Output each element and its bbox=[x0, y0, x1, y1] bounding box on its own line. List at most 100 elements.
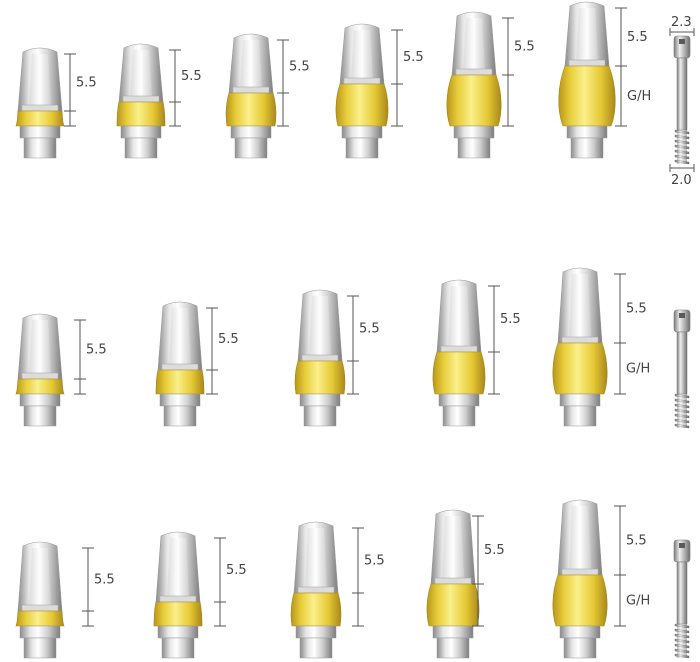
margin-ring bbox=[440, 345, 478, 353]
margin-ring bbox=[568, 59, 606, 67]
dimension-line: 5.5G/H bbox=[615, 7, 651, 127]
abutment-base-upper bbox=[19, 625, 61, 639]
margin-ring bbox=[434, 577, 472, 585]
dimension-line: 5.5 bbox=[472, 515, 505, 627]
margin-ring bbox=[343, 77, 381, 85]
abutment-base-upper bbox=[295, 625, 337, 639]
margin-ring bbox=[159, 595, 197, 603]
dimension-line: 5.5 bbox=[391, 29, 424, 127]
gh-label: G/H bbox=[627, 89, 651, 104]
abutment-base-lower bbox=[436, 637, 470, 659]
abutment-base-upper bbox=[159, 393, 201, 407]
screw-channel bbox=[29, 548, 51, 607]
margin-ring bbox=[297, 586, 335, 594]
height-label: 5.5 bbox=[94, 573, 115, 588]
abutment-icon bbox=[225, 33, 277, 159]
margin-ring bbox=[561, 568, 599, 576]
gh-label: G/H bbox=[626, 362, 650, 377]
abutment-icon bbox=[290, 521, 342, 659]
screw-channel bbox=[569, 274, 591, 339]
screw-slot bbox=[679, 543, 685, 548]
height-label: 5.5 bbox=[86, 343, 107, 358]
abutment-base-upper bbox=[341, 125, 383, 139]
gold-collar bbox=[155, 369, 205, 395]
abutment-icon bbox=[446, 11, 502, 159]
margin-ring bbox=[21, 604, 59, 612]
screw-channel bbox=[351, 30, 373, 80]
margin-ring bbox=[561, 336, 599, 344]
dimension-line: 5.5 bbox=[82, 547, 115, 627]
gold-collar bbox=[552, 574, 608, 627]
screw-channel bbox=[463, 18, 485, 71]
gold-collar bbox=[446, 74, 502, 127]
abutment-base-upper bbox=[559, 625, 601, 639]
screw-core bbox=[677, 130, 687, 164]
abutment-base-upper bbox=[230, 125, 272, 139]
abutment-icon bbox=[558, 1, 616, 159]
abutment-icon bbox=[552, 499, 608, 659]
abutment-icon bbox=[153, 531, 203, 659]
gold-collar bbox=[558, 65, 616, 127]
screw-channel bbox=[305, 528, 327, 589]
height-label: 5.5 bbox=[364, 554, 385, 569]
abutment-icon bbox=[15, 541, 65, 659]
gold-collar bbox=[116, 101, 166, 127]
gold-collar bbox=[15, 610, 65, 627]
abutment-icon bbox=[426, 509, 480, 659]
abutment-icon bbox=[552, 267, 608, 427]
abutment-base-upper bbox=[120, 125, 162, 139]
height-label: 5.5 bbox=[484, 543, 505, 558]
abutment-icon bbox=[155, 301, 205, 427]
gold-collar bbox=[15, 110, 65, 127]
abutment-base-lower bbox=[124, 137, 158, 159]
screw-slot bbox=[679, 313, 685, 318]
gold-collar bbox=[432, 351, 486, 395]
abutment-base-lower bbox=[570, 137, 604, 159]
screw-channel bbox=[130, 50, 152, 98]
height-label: 5.5 bbox=[403, 50, 424, 65]
abutment-base-upper bbox=[559, 393, 601, 407]
height-label: 5.5 bbox=[181, 69, 202, 84]
height-label: 5.5 bbox=[289, 60, 310, 75]
gold-collar bbox=[426, 583, 480, 627]
abutment-base-upper bbox=[566, 125, 608, 139]
abutment-base-upper bbox=[432, 625, 474, 639]
abutment-icon bbox=[335, 23, 389, 159]
abutment-screw-icon bbox=[673, 539, 691, 659]
abutment-row-1: 5.5 5.5 5.5 5.5 5.5 5.5G/H 2.32.0 bbox=[15, 1, 695, 188]
abutment-base-lower bbox=[23, 637, 57, 659]
abutment-screw-icon: 2.32.0 bbox=[669, 15, 695, 188]
screw-shaft bbox=[676, 57, 688, 131]
dimension-line: 5.5 bbox=[347, 295, 380, 395]
screw-slot bbox=[679, 39, 685, 44]
abutment-base-upper bbox=[157, 625, 199, 639]
abutment-base-upper bbox=[299, 393, 341, 407]
screw-channel bbox=[167, 538, 189, 598]
gold-collar bbox=[294, 360, 346, 395]
dimension-line: 5.5 bbox=[64, 53, 97, 127]
height-label: 5.5 bbox=[514, 40, 535, 55]
height-label: 5.5 bbox=[626, 534, 647, 549]
height-label: 5.5 bbox=[226, 563, 247, 578]
dimension-line: 5.5 bbox=[277, 39, 310, 127]
abutment-base-lower bbox=[234, 137, 268, 159]
abutment-screw-icon bbox=[673, 309, 691, 429]
gold-collar bbox=[15, 378, 65, 395]
gh-label: G/H bbox=[626, 594, 650, 609]
abutment-row-2: 5.55.55.55.55.5G/H bbox=[15, 267, 691, 429]
dimension-line: 5.5 bbox=[169, 49, 202, 127]
margin-ring bbox=[232, 86, 270, 94]
screw-channel bbox=[448, 286, 470, 348]
abutment-base-lower bbox=[23, 405, 57, 427]
gold-collar bbox=[153, 601, 203, 627]
margin-ring bbox=[21, 372, 59, 380]
abutment-base-lower bbox=[345, 137, 379, 159]
abutment-icon bbox=[116, 43, 166, 159]
abutment-base-upper bbox=[453, 125, 495, 139]
abutment-base-lower bbox=[457, 137, 491, 159]
screw-core bbox=[677, 394, 687, 428]
abutment-base-lower bbox=[442, 405, 476, 427]
height-label: 5.5 bbox=[500, 312, 521, 327]
screw-channel bbox=[29, 320, 51, 375]
